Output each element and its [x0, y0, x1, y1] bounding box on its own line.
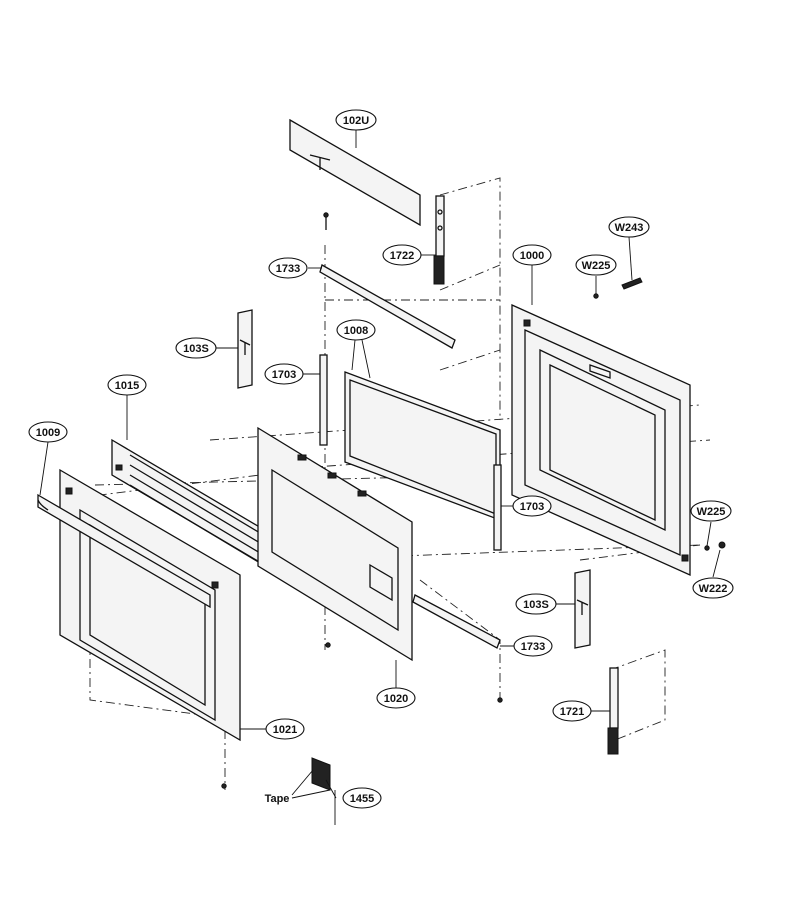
callout-1015: 1015 — [107, 374, 147, 396]
callout-103S-upper: 103S — [175, 337, 217, 359]
part-1722-upper-hinge — [433, 195, 445, 285]
callout-1000: 1000 — [512, 244, 552, 266]
callout-1703-upper: 1703 — [264, 363, 304, 385]
callout-label: 1009 — [36, 427, 60, 439]
callout-1703-lower: 1703 — [512, 495, 552, 517]
part-1020-door-liner — [257, 426, 413, 662]
callout-label: 1703 — [520, 501, 544, 513]
part-103S-left-spacer — [237, 309, 253, 389]
callout-label: 1015 — [115, 380, 139, 392]
part-103S-right-spacer — [574, 569, 591, 649]
part-102U-top-trim — [289, 118, 421, 227]
callout-label: 1455 — [350, 793, 374, 805]
callout-W225-upper: W225 — [575, 254, 617, 276]
callout-102U: 102U — [335, 109, 377, 131]
callout-1455: 1455 — [342, 787, 382, 809]
callout-1722: 1722 — [382, 244, 422, 266]
part-1733-lower-rail — [412, 594, 501, 649]
leader-lines — [39, 130, 721, 799]
callout-1021: 1021 — [265, 718, 305, 740]
callout-1733-upper: 1733 — [268, 257, 308, 279]
callout-label: 102U — [343, 115, 369, 127]
tape-label: Tape — [265, 793, 290, 805]
screws-top — [323, 212, 329, 230]
callout-label: W243 — [615, 222, 644, 234]
callout-label: 1021 — [273, 724, 297, 736]
callout-1020: 1020 — [376, 687, 416, 709]
callout-103S-lower: 103S — [515, 593, 557, 615]
callout-label: 1000 — [520, 250, 544, 262]
screws-bottom — [221, 642, 503, 789]
callout-label: 1722 — [390, 250, 414, 262]
callout-1721: 1721 — [552, 700, 592, 722]
part-1733-upper-rail — [319, 264, 456, 349]
callout-label: 1703 — [272, 369, 296, 381]
part-1703-left-bracket — [319, 354, 328, 446]
part-1703-right-bracket — [493, 464, 502, 551]
part-1000-inner-door — [511, 303, 691, 577]
callout-W243: W243 — [608, 216, 650, 238]
callout-label: W225 — [697, 506, 726, 518]
callout-label: 1733 — [276, 263, 300, 275]
callout-label: 1008 — [344, 325, 368, 337]
part-1721-lower-hinge — [607, 667, 619, 755]
callout-label: W222 — [699, 583, 728, 595]
callout-W222: W222 — [692, 577, 734, 599]
callout-label: 103S — [523, 599, 549, 611]
callout-label: 1721 — [560, 706, 584, 718]
callout-label: 103S — [183, 343, 209, 355]
part-1009-door-handle — [37, 493, 211, 609]
callout-label: 1733 — [521, 641, 545, 653]
callout-W225-lower: W225 — [690, 500, 732, 522]
callout-1008: 1008 — [336, 319, 376, 341]
callout-1009: 1009 — [28, 421, 68, 443]
callout-label: W225 — [582, 260, 611, 272]
callout-1733-lower: 1733 — [513, 635, 553, 657]
callout-label: 1020 — [384, 693, 408, 705]
